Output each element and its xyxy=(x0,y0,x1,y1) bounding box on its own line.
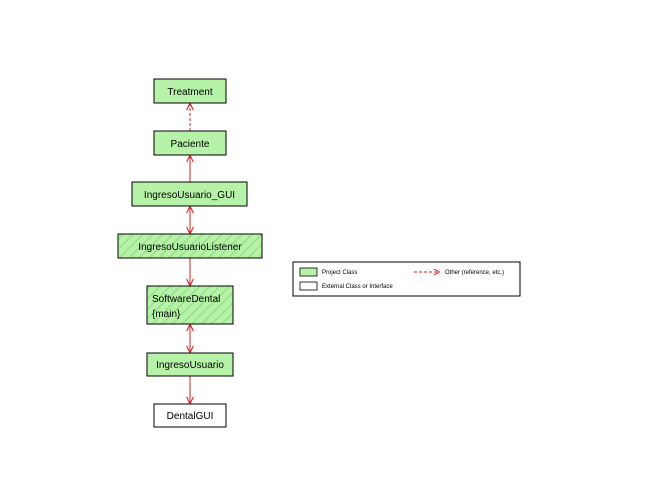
legend-project-swatch xyxy=(299,267,318,277)
legend-external-label: External Class or Interface xyxy=(322,284,393,290)
legend: Project Class External Class or Interfac… xyxy=(292,261,521,297)
class-ingresousuario-listener[interactable]: IngresoUsuarioListener xyxy=(117,233,263,259)
legend-frame xyxy=(292,261,521,297)
class-label: IngresoUsuario xyxy=(156,360,224,371)
class-ingresousuario-gui[interactable]: IngresoUsuario_GUI xyxy=(131,181,248,207)
class-label: Treatment xyxy=(167,87,212,98)
legend-project-label: Project Class xyxy=(322,270,357,276)
class-softwaredental[interactable]: SoftwareDental {main} xyxy=(146,285,234,325)
class-treatment[interactable]: Treatment xyxy=(153,78,227,104)
class-paciente[interactable]: Paciente xyxy=(153,130,227,156)
class-label: SoftwareDental xyxy=(152,294,220,305)
class-label: IngresoUsuario_GUI xyxy=(144,190,235,201)
legend-reference-label: Other (reference, etc.) xyxy=(445,270,504,276)
class-ingresousuario[interactable]: IngresoUsuario xyxy=(146,352,234,377)
class-dentalgui[interactable]: DentalGUI xyxy=(153,403,227,428)
legend-external-swatch xyxy=(299,281,318,291)
class-label: IngresoUsuarioListener xyxy=(138,242,242,253)
class-stereotype: {main} xyxy=(152,309,181,320)
class-label: DentalGUI xyxy=(167,411,214,422)
class-label: Paciente xyxy=(171,139,210,150)
